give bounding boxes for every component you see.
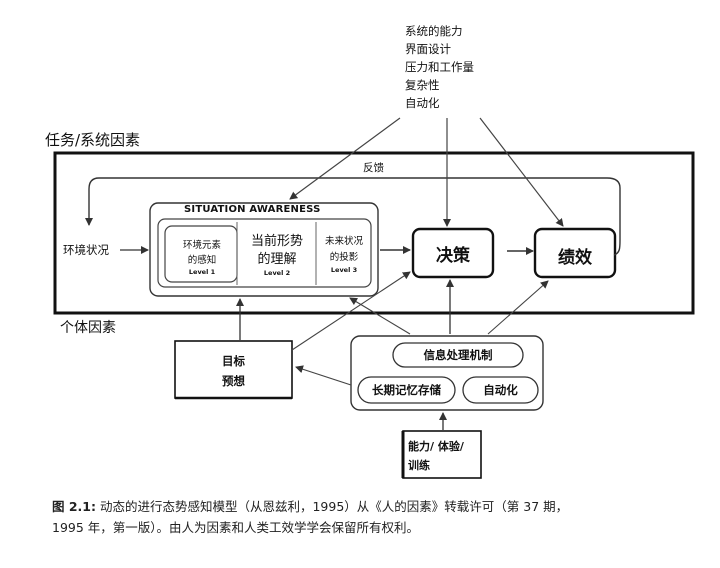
system-factors-list: 系统的能力 界面设计 压力和工作量 复杂性 自动化 <box>405 22 474 112</box>
ability-line2: 训练 <box>408 459 430 472</box>
goals-text: 目标 预想 <box>175 351 292 391</box>
level2-text: 当前形势 的理解 Level 2 <box>238 233 316 277</box>
info-to-sa-arrow <box>349 297 411 335</box>
factors-to-performance-arrow <box>479 117 564 227</box>
figure-caption: 图 2.1: 动态的进行态势感知模型（从恩兹利，1995）从《人的因素》转载许可… <box>52 496 702 538</box>
caption-line2: 1995 年，第一版）。由人为因素和人类工效学学会保留所有权利。 <box>52 520 420 535</box>
decision-box <box>411 227 495 279</box>
ability-text: 能力/ 体验/ 训练 <box>408 437 464 475</box>
memory-box <box>357 376 456 404</box>
factor-item: 界面设计 <box>405 42 451 56</box>
info-to-performance-arrow <box>487 280 549 335</box>
level3-sub: Level 3 <box>330 266 358 274</box>
level2-line1: 当前形势 <box>250 234 303 249</box>
performance-box <box>533 227 617 279</box>
factor-item: 复杂性 <box>405 78 440 92</box>
performance-label: 绩效 <box>558 248 592 268</box>
feedback-label: 反馈 <box>363 162 384 174</box>
factors-to-sa-arrow <box>289 117 401 200</box>
info-processing-box <box>350 335 544 411</box>
automation-box <box>462 376 539 404</box>
level3-line2: 的投影 <box>329 252 359 263</box>
level2-line2: 的理解 <box>257 252 297 267</box>
mechanism-box <box>392 342 524 368</box>
level1-line1: 环境元素 <box>182 240 221 251</box>
automation-label: 自动化 <box>483 383 518 397</box>
mechanism-label: 信息处理机制 <box>423 348 493 362</box>
environment-label: 环境状况 <box>63 243 109 257</box>
level1-sub: Level 1 <box>188 268 216 276</box>
goals-to-decision-arrow <box>291 271 411 351</box>
task-system-label: 任务/系统因素 <box>45 131 141 149</box>
level3-text: 未来状况 的投影 Level 3 <box>317 234 371 274</box>
goals-line2: 预想 <box>222 374 245 388</box>
decision-label: 决策 <box>436 246 470 266</box>
feedback-arrow <box>85 177 621 256</box>
level1-line2: 的感知 <box>187 255 217 266</box>
caption-line1: 动态的进行态势感知模型（从恩兹利，1995）从《人的因素》转载许可（第 37 期… <box>96 499 569 514</box>
ability-line1: 能力/ 体验/ <box>408 440 464 453</box>
level2-box <box>157 218 372 288</box>
individual-factors-label: 个体因素 <box>60 320 116 336</box>
factor-item: 系统的能力 <box>405 24 463 38</box>
level1-text: 环境元素 的感知 Level 1 <box>166 238 238 276</box>
sa-title: SITUATION AWARENESS <box>184 204 321 215</box>
info-to-goals-arrow <box>295 365 352 386</box>
level3-line1: 未来状况 <box>324 236 363 247</box>
memory-label: 长期记忆存储 <box>372 383 441 397</box>
factor-item: 压力和工作量 <box>405 60 474 74</box>
sa-box <box>149 202 379 297</box>
goals-line1: 目标 <box>222 354 245 368</box>
factor-item: 自动化 <box>405 96 440 110</box>
figure-number: 图 2.1: <box>52 499 96 514</box>
level2-sub: Level 2 <box>263 269 291 277</box>
